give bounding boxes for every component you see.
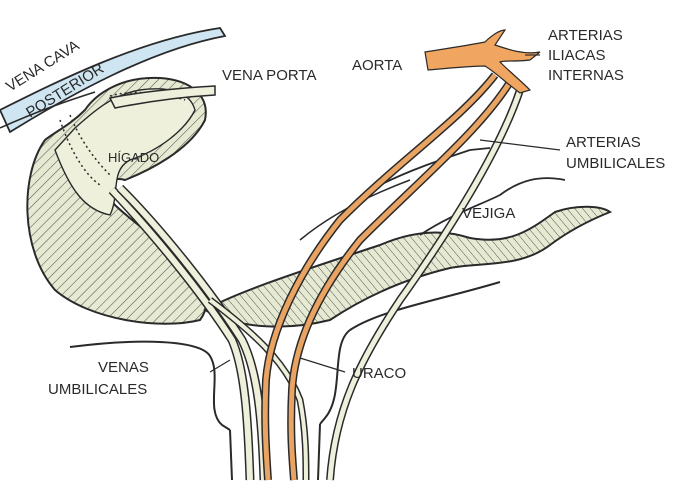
label-arterias-umbilicales-line1: ARTERIAS [566,134,641,151]
label-arterias-iliacas-line3: INTERNAS [548,67,624,84]
label-vena-porta: VENA PORTA [222,67,316,84]
label-arterias-iliacas-line1: ARTERIAS [548,27,623,44]
label-venas-umbilicales-line2: UMBILICALES [48,381,147,398]
label-higado: HÍGADO [108,150,159,165]
umbilical-veins [108,184,269,481]
liver [26,76,207,325]
aorta [424,29,541,94]
urachus [207,297,310,481]
label-uraco: URACO [352,365,406,382]
label-aorta: AORTA [352,57,402,74]
pointer-lines [209,54,561,373]
umbilical-arteries [261,72,524,481]
label-arterias-iliacas-line2: ILIACAS [548,47,606,64]
bladder [202,147,613,328]
label-venas-umbilicales-line1: VENAS [98,359,149,376]
vena-porta [108,85,216,109]
label-arterias-umbilicales-line2: UMBILICALES [566,155,665,172]
vena-cava-posterior [0,27,227,134]
abdominal-wall [69,281,501,481]
label-vejiga: VEJIGA [462,205,515,222]
